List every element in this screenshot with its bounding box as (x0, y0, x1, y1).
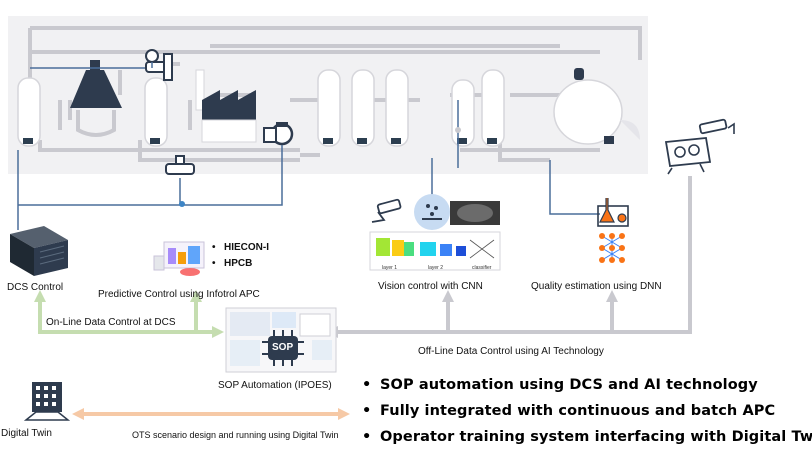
columns (17, 69, 505, 147)
cnn-layer2-label: layer 2 (428, 265, 444, 271)
neural-network-icon (599, 233, 625, 263)
apc-item: •HPCB (212, 258, 253, 269)
ots-scenario-label: OTS scenario design and running using Di… (132, 430, 339, 440)
sop-chip-icon (262, 330, 304, 366)
cnn-classifier-label: classifier (472, 265, 492, 271)
lab-flask-icon (597, 198, 629, 227)
valve-icon (165, 155, 195, 175)
signal-lines (17, 62, 600, 230)
quality-estimation-label: Quality estimation using DNN (531, 281, 662, 292)
ots-data-flow (72, 408, 350, 420)
apc-item-list: •HIECON-I •HPCB (212, 240, 269, 272)
online-data-control-label: On-Line Data Control at DCS (46, 317, 176, 328)
pump-icon (263, 122, 294, 146)
cnn-network-icon (369, 231, 501, 271)
vision-control-label: Vision control with CNN (378, 281, 483, 292)
predictive-control-label: Predictive Control using Infotrol APC (98, 289, 260, 300)
gauge-valve-icon (145, 49, 173, 81)
digital-twin-building-icon (23, 382, 71, 421)
feature-bullet-list: •SOP automation using DCS and AI technol… (362, 374, 812, 452)
cnn-layer1-label: layer 1 (382, 265, 398, 271)
feature-bullet: •Fully integrated with continuous and ba… (362, 403, 776, 419)
digital-twin-label: Digital Twin (1, 428, 52, 439)
reactor-vessel (70, 60, 122, 137)
apc-item: •HIECON-I (212, 242, 269, 253)
offline-data-control-label: Off-Line Data Control using AI Technolog… (418, 346, 604, 357)
defect-pattern-icon (414, 194, 450, 230)
lower-pipes (38, 140, 600, 162)
sphere-tank-icon (553, 68, 640, 145)
offline-data-flow (336, 176, 692, 334)
sop-badge-text: SOP (272, 342, 294, 353)
apc-screen-icon (153, 241, 205, 276)
feature-bullet: •SOP automation using DCS and AI technol… (362, 377, 758, 393)
feature-bullet: •Operator training system interfacing wi… (362, 429, 812, 445)
factory-icon (195, 69, 257, 143)
camera-icon (371, 198, 402, 223)
sop-automation-label: SOP Automation (IPOES) (218, 380, 332, 391)
dcs-control-label: DCS Control (7, 282, 64, 293)
online-data-flow (38, 300, 214, 334)
cctv-drone-icon (664, 118, 735, 175)
dcs-server-icon (10, 226, 68, 276)
